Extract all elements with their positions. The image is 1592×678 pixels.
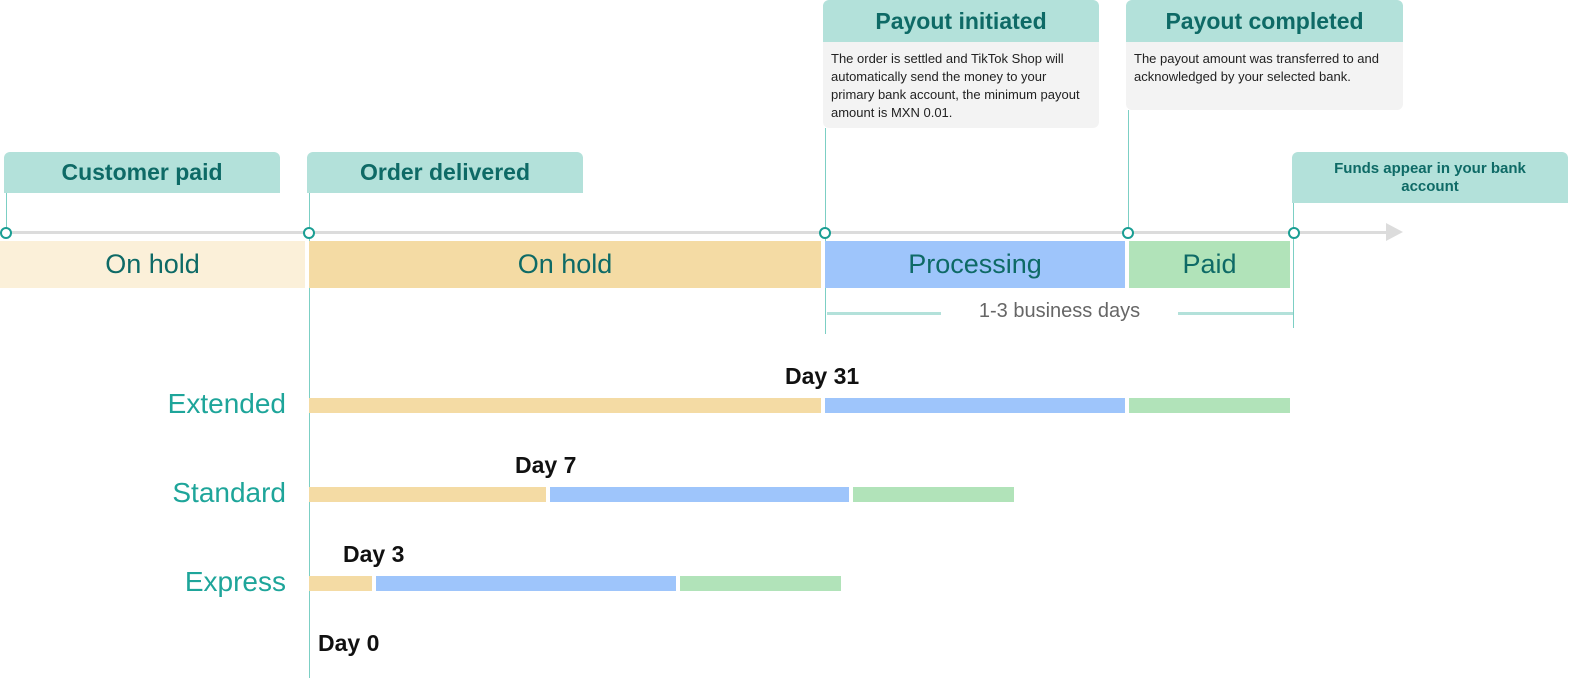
express-on-hold-bar bbox=[309, 576, 372, 591]
payout-completed-label: Payout completed bbox=[1165, 7, 1364, 34]
extended-processing-bar bbox=[825, 398, 1125, 413]
phase-on-hold-1-label: On hold bbox=[105, 249, 200, 279]
phase-processing: Processing bbox=[825, 241, 1125, 288]
funds-appear-tag: Funds appear in your bank account bbox=[1292, 152, 1568, 203]
payout-completed-description: The payout amount was transferred to and… bbox=[1126, 42, 1403, 110]
customer-paid-tag: Customer paid bbox=[4, 152, 280, 193]
tier-label-express: Express bbox=[184, 566, 286, 597]
milestone-dot-customer-paid bbox=[0, 227, 12, 239]
customer-paid-label: Customer paid bbox=[61, 159, 223, 185]
milestone-dot-funds-appear bbox=[1288, 227, 1300, 239]
duration-label: 1-3 business days bbox=[978, 300, 1141, 322]
milestone-dot-payout-completed bbox=[1122, 227, 1134, 239]
phase-paid: Paid bbox=[1129, 241, 1290, 288]
phase-on-hold-2: On hold bbox=[309, 241, 821, 288]
milestone-dot-payout-initiated bbox=[819, 227, 831, 239]
milestone-dot-order-delivered bbox=[303, 227, 315, 239]
guide-line-funds-appear bbox=[1293, 202, 1294, 328]
phase-paid-label: Paid bbox=[1182, 249, 1237, 279]
guide-line-customer-paid bbox=[6, 192, 7, 234]
day-label-31: Day 31 bbox=[785, 363, 860, 389]
duration-bracket-right bbox=[1178, 312, 1293, 315]
phase-on-hold-1: On hold bbox=[0, 241, 305, 288]
tier-label-standard: Standard bbox=[172, 477, 286, 508]
funds-appear-label: Funds appear in your bank account bbox=[1334, 159, 1526, 195]
phase-processing-label: Processing bbox=[908, 249, 1042, 279]
standard-paid-bar bbox=[853, 487, 1014, 502]
guide-line-payout-completed bbox=[1128, 110, 1129, 234]
express-processing-bar bbox=[376, 576, 676, 591]
payout-initiated-tag: Payout initiated bbox=[823, 0, 1099, 42]
timeline-arrowhead bbox=[1386, 223, 1403, 241]
guide-line-order-delivered bbox=[309, 192, 310, 678]
tier-label-extended: Extended bbox=[167, 388, 286, 419]
phase-on-hold-2-label: On hold bbox=[517, 249, 613, 279]
timeline-axis bbox=[6, 231, 1388, 234]
extended-on-hold-bar bbox=[309, 398, 821, 413]
express-paid-bar bbox=[680, 576, 841, 591]
order-delivered-tag: Order delivered bbox=[307, 152, 583, 193]
duration-bracket-left bbox=[827, 312, 941, 315]
order-delivered-label: Order delivered bbox=[359, 159, 531, 185]
day-label-7: Day 7 bbox=[515, 452, 577, 478]
payout-completed-tag: Payout completed bbox=[1126, 0, 1403, 42]
payout-initiated-label: Payout initiated bbox=[875, 7, 1047, 34]
standard-on-hold-bar bbox=[309, 487, 546, 502]
payout-initiated-description: The order is settled and TikTok Shop wil… bbox=[823, 42, 1099, 128]
day-label-0: Day 0 bbox=[318, 630, 380, 656]
day-label-3: Day 3 bbox=[343, 541, 405, 567]
extended-paid-bar bbox=[1129, 398, 1290, 413]
standard-processing-bar bbox=[550, 487, 849, 502]
